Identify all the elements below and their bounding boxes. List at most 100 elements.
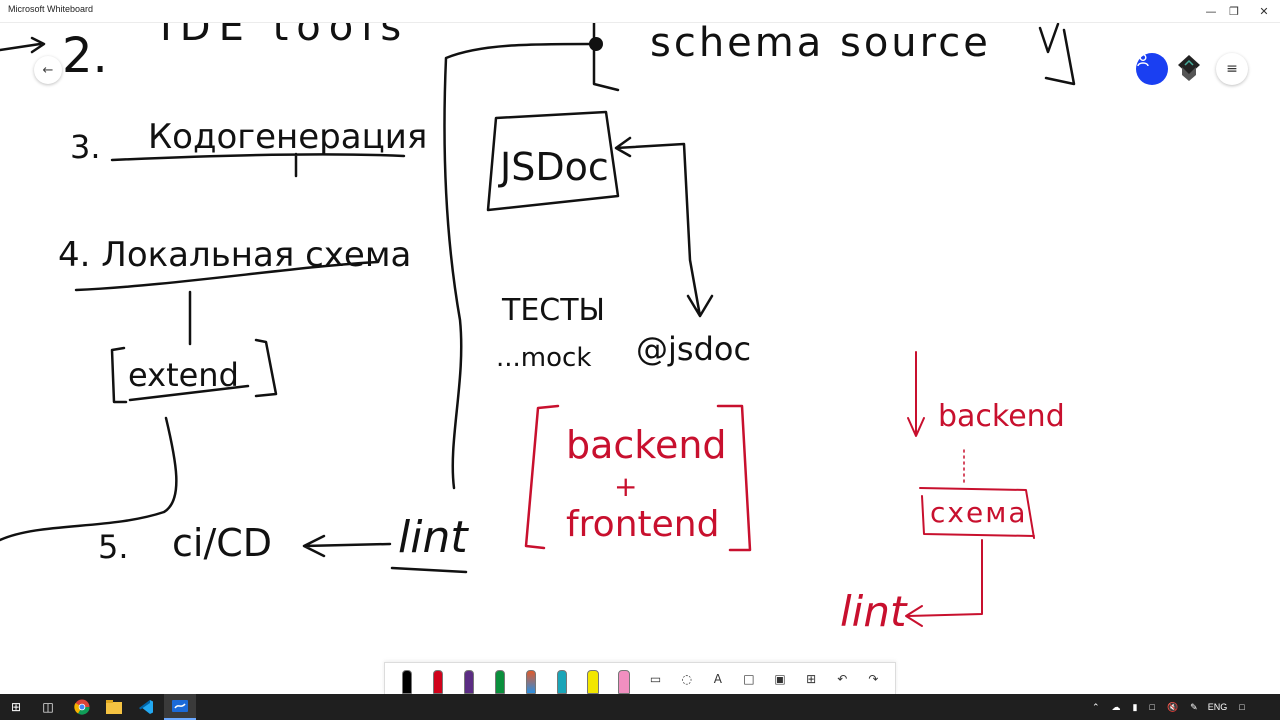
pen-icon bbox=[557, 669, 568, 694]
arrow-to-item2 bbox=[0, 36, 46, 54]
onedrive-icon[interactable]: ☁ bbox=[1111, 701, 1121, 712]
red-brackets bbox=[524, 404, 752, 552]
whiteboard-taskbar-button[interactable] bbox=[164, 694, 196, 720]
vscode-button[interactable] bbox=[130, 694, 162, 720]
restore-icon: ❐ bbox=[1229, 4, 1239, 18]
lint-underline bbox=[390, 566, 468, 574]
whiteboard-canvas[interactable]: 2. IDE tools schema source 3. Кодогенера… bbox=[0, 22, 1280, 694]
mock-text: ...mock bbox=[496, 343, 591, 373]
pen-icon bbox=[526, 669, 537, 694]
title-bar: Microsoft Whiteboard — ❐ ✕ bbox=[0, 0, 1280, 23]
jsdoc-box bbox=[486, 110, 620, 212]
undo-icon: ↶ bbox=[837, 671, 848, 686]
highlighter-yellow-tool[interactable] bbox=[581, 664, 605, 694]
ink-layer: 2. IDE tools schema source 3. Кодогенера… bbox=[0, 22, 1076, 636]
window-title: Microsoft Whiteboard bbox=[8, 4, 94, 14]
red-schema-to-lint-arrow bbox=[905, 539, 983, 627]
volume-muted-icon[interactable]: 🔇 bbox=[1166, 701, 1179, 712]
chevron-up-icon[interactable]: ⌃ bbox=[1092, 701, 1100, 712]
person-icon bbox=[1137, 54, 1149, 67]
ruler-icon: ▭ bbox=[649, 671, 662, 686]
extend-brackets bbox=[110, 338, 278, 404]
jsdoc-to-tag-arrow bbox=[614, 136, 714, 318]
add-icon: ⊞ bbox=[806, 671, 817, 686]
lint-to-cicd-arrow bbox=[302, 534, 392, 558]
task-view-button[interactable]: ◫ bbox=[32, 694, 64, 720]
chrome-icon bbox=[74, 699, 90, 715]
chrome-button[interactable] bbox=[66, 694, 98, 720]
language-indicator[interactable]: ENG bbox=[1207, 702, 1228, 712]
redo-icon: ↷ bbox=[868, 671, 879, 686]
lasso-tool[interactable]: ◌ bbox=[675, 664, 699, 694]
item3-text: Кодогенерация bbox=[148, 117, 427, 157]
item2-number: 2. bbox=[62, 28, 108, 84]
battery-icon[interactable]: ▮ bbox=[1132, 701, 1138, 712]
network-icon[interactable]: □ bbox=[1149, 702, 1155, 712]
tests-text: ТЕСТЫ bbox=[501, 293, 605, 328]
pen-rainbow-tool[interactable] bbox=[519, 664, 543, 694]
lint-text: lint bbox=[398, 512, 469, 563]
text-tool[interactable]: A bbox=[706, 664, 730, 694]
pen-icon bbox=[494, 669, 505, 694]
minimize-button[interactable]: — bbox=[1188, 0, 1234, 22]
whiteboard-app-icon bbox=[172, 700, 188, 712]
settings-menu-button[interactable]: ≡ bbox=[1216, 53, 1248, 85]
notifications-icon[interactable]: □ bbox=[1239, 702, 1245, 712]
jsdoc-tag-text: @jsdoc bbox=[636, 330, 751, 368]
undo-button[interactable]: ↶ bbox=[830, 664, 854, 694]
red-down-arrow bbox=[907, 351, 925, 437]
hamburger-icon: ≡ bbox=[1226, 61, 1238, 77]
file-explorer-icon bbox=[106, 700, 122, 714]
red-plus-text: + bbox=[614, 470, 637, 503]
back-button[interactable]: ← bbox=[34, 56, 62, 84]
pen-settings-icon[interactable]: ✎ bbox=[1190, 701, 1198, 712]
pen-red-tool[interactable] bbox=[426, 664, 450, 694]
highlighter-icon bbox=[587, 669, 600, 694]
close-button[interactable]: ✕ bbox=[1241, 0, 1280, 22]
file-explorer-button[interactable] bbox=[98, 694, 130, 720]
vscode-icon bbox=[139, 700, 153, 714]
account-button[interactable] bbox=[1136, 53, 1168, 85]
extend-text: extend bbox=[128, 356, 239, 394]
red-lint-text: lint bbox=[840, 587, 908, 636]
restore-button[interactable]: ❐ bbox=[1211, 0, 1257, 22]
note-tool[interactable]: □ bbox=[737, 664, 761, 694]
redo-button[interactable]: ↷ bbox=[861, 664, 885, 694]
red-backend2-text: backend bbox=[938, 399, 1065, 434]
schema-source-text: schema source bbox=[650, 22, 991, 66]
system-tray: ⌃ ☁ ▮ □ 🔇 ✎ ENG □ bbox=[1092, 694, 1245, 720]
insert-tool[interactable]: ⊞ bbox=[799, 664, 823, 694]
whiteboard-app-button[interactable] bbox=[1176, 53, 1208, 85]
pen-teal-tool[interactable] bbox=[550, 664, 574, 694]
pen-icon bbox=[401, 669, 412, 694]
close-icon: ✕ bbox=[1259, 4, 1269, 18]
pen-icon bbox=[432, 669, 443, 694]
red-schema-box bbox=[919, 487, 1035, 539]
red-backend-text: backend bbox=[566, 423, 727, 467]
item2-text: IDE tools bbox=[160, 22, 409, 50]
pen-green-tool[interactable] bbox=[488, 664, 512, 694]
schema-bracket-right bbox=[1038, 22, 1076, 86]
pen-icon bbox=[463, 669, 474, 694]
red-schema-text: схема bbox=[930, 496, 1027, 529]
start-button[interactable]: ⊞ bbox=[0, 694, 32, 720]
image-tool[interactable]: ▣ bbox=[768, 664, 792, 694]
schema-bracket-left bbox=[592, 22, 620, 92]
ruler-tool[interactable]: ▭ bbox=[644, 664, 668, 694]
extend-underline bbox=[128, 384, 250, 402]
whiteboard-logo-icon bbox=[1178, 55, 1200, 81]
item5-number: 5. bbox=[98, 528, 129, 566]
item4-text: 4. Локальная схема bbox=[58, 235, 411, 275]
item5-text: ci/CD bbox=[172, 521, 272, 565]
connector-to-lint bbox=[443, 42, 592, 490]
item4-underline bbox=[74, 260, 380, 346]
highlighter-icon bbox=[618, 669, 631, 694]
pen-purple-tool[interactable] bbox=[457, 664, 481, 694]
lasso-icon: ◌ bbox=[681, 671, 692, 686]
extend-to-cicd-line bbox=[0, 416, 178, 542]
windows-start-icon: ⊞ bbox=[10, 700, 22, 714]
pen-black-tool[interactable] bbox=[395, 664, 419, 694]
item3-number: 3. bbox=[70, 128, 101, 166]
arrow-left-icon: ← bbox=[42, 62, 54, 78]
highlighter-pink-tool[interactable] bbox=[612, 664, 636, 694]
